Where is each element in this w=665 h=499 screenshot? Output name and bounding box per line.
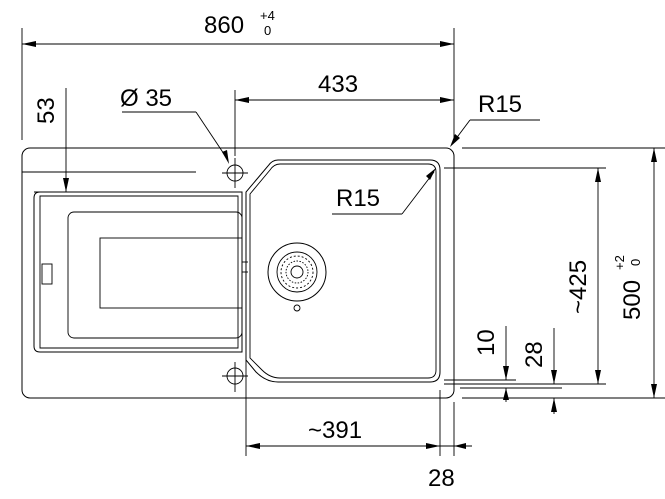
dim-top-offset: [22, 88, 196, 193]
right-margin-value: 28: [428, 465, 455, 492]
dim-overall-depth: [462, 147, 665, 399]
dim-hole-diameter: [122, 111, 229, 164]
overall-width-value: 860: [204, 12, 244, 39]
overall-depth-value: 500: [619, 280, 646, 320]
tap-hole-top: [222, 158, 248, 188]
dim-bowl-width: [245, 360, 441, 456]
dim-bottom-margin-10: [444, 326, 516, 402]
tap-hole-bottom: [222, 362, 248, 392]
drainer-overflow-slot: [41, 263, 53, 285]
dim-corner-radius-outer: [450, 119, 540, 147]
hole-diameter-value: Ø 35: [120, 85, 172, 112]
corner-radius-bowl-value: R15: [336, 185, 380, 212]
top-offset-value: 53: [33, 97, 60, 124]
bowl-depth-value: ~425: [565, 260, 592, 314]
dim-bowl-depth: [444, 167, 606, 385]
drainer-board: [33, 191, 248, 353]
overall-depth-tol-upper: +2: [612, 255, 627, 270]
dim-corner-radius-bowl: [332, 168, 436, 215]
sink-bowl: [245, 159, 441, 383]
dim-bottom-margin-28: [460, 328, 562, 414]
overall-width-tol-lower: 0: [264, 23, 271, 38]
corner-radius-outer-value: R15: [478, 91, 522, 118]
tap-to-edge-value: 433: [318, 71, 358, 98]
overall-depth-tol-lower: 0: [628, 259, 643, 266]
dim-overall-width: [21, 28, 455, 140]
sink-outer-outline: [21, 147, 455, 399]
bowl-width-value: ~391: [308, 417, 362, 444]
strainer-drain: [267, 242, 327, 312]
bottom-margin-28-value: 28: [521, 341, 548, 368]
dim-tap-to-edge: [234, 90, 454, 156]
bottom-margin-10-value: 10: [473, 329, 500, 356]
overall-width-tol-upper: +4: [260, 8, 275, 23]
dim-right-margin: [440, 402, 472, 456]
